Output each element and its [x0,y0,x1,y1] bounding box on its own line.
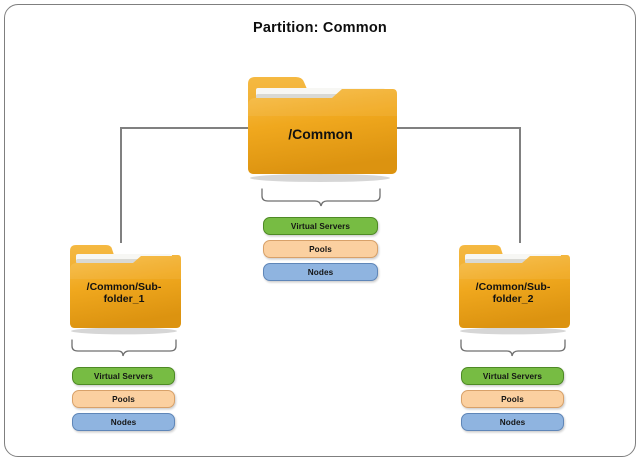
connector-left-horizontal [120,127,248,129]
folder-subfolder-2[interactable]: /Common/Sub- folder_2 [456,241,570,335]
connector-right-vertical [519,127,521,243]
object-pill-pools[interactable]: Pools [72,390,175,408]
object-pill-pools[interactable]: Pools [263,240,378,258]
folder-icon [248,77,397,182]
brace-subfolder-1 [70,339,178,358]
object-list-subfolder-2: Virtual Servers Pools Nodes [461,367,564,431]
object-list-common: Virtual Servers Pools Nodes [263,217,378,281]
connector-left-vertical [120,127,122,243]
connector-right-horizontal [392,127,520,129]
object-pill-pools[interactable]: Pools [461,390,564,408]
object-pill-virtual-servers[interactable]: Virtual Servers [461,367,564,385]
brace-subfolder-2 [459,339,567,358]
folder-common[interactable]: /Common [244,72,397,182]
folder-icon [459,245,570,335]
brace-common [260,188,382,208]
object-pill-nodes[interactable]: Nodes [72,413,175,431]
object-pill-nodes[interactable]: Nodes [461,413,564,431]
object-pill-virtual-servers[interactable]: Virtual Servers [72,367,175,385]
page-title: Partition: Common [253,20,387,36]
object-pill-virtual-servers[interactable]: Virtual Servers [263,217,378,235]
folder-icon [70,245,181,335]
folder-subfolder-1[interactable]: /Common/Sub- folder_1 [67,241,181,335]
object-pill-nodes[interactable]: Nodes [263,263,378,281]
object-list-subfolder-1: Virtual Servers Pools Nodes [72,367,175,431]
